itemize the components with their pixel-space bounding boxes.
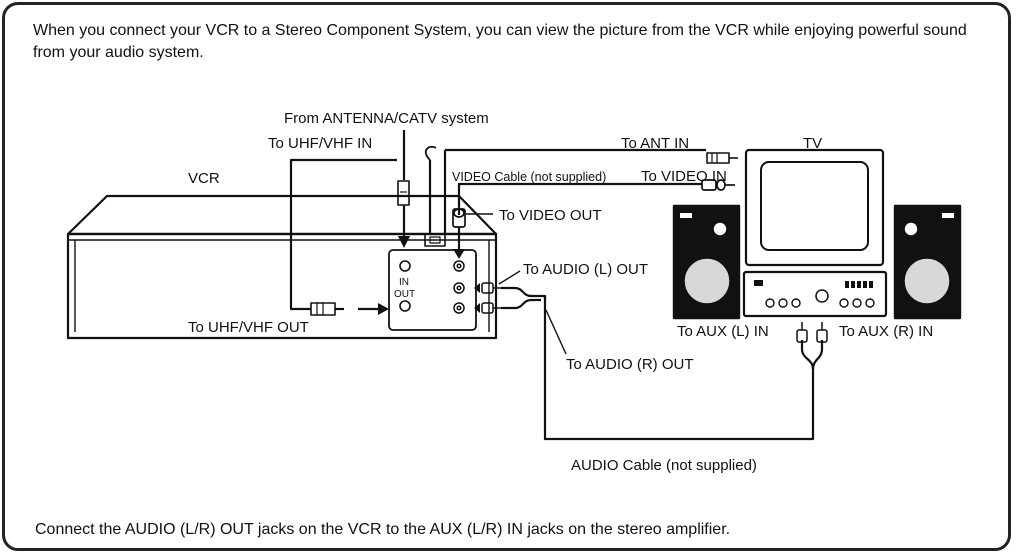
footer-note: Connect the AUDIO (L/R) OUT jacks on the… [35,521,731,538]
label-video-out: To VIDEO OUT [499,207,602,224]
label-video-in: To VIDEO IN [641,168,727,185]
label-audio-cable: AUDIO Cable (not supplied) [571,457,757,474]
tv-set [744,148,885,267]
audio-r-out-jack [453,302,465,314]
aux-l-plug [796,322,808,343]
label-aux-r-in: To AUX (R) IN [839,323,933,340]
stereo-amplifier [742,270,888,318]
label-uhf-vhf-in: To UHF/VHF IN [268,135,372,152]
video-cable [457,182,702,215]
label-tv: TV [803,135,822,152]
video-out-jack [453,260,465,272]
video-plug-tv [701,179,735,191]
vcr-rf-box [424,233,446,247]
ant-plug [706,152,730,164]
label-ant-in: To ANT IN [621,135,689,152]
intro-text: When you connect your VCR to a Stereo Co… [33,22,967,61]
label-aux-l-in: To AUX (L) IN [677,323,769,340]
aux-r-plug [816,322,828,343]
label-in-jack: IN [399,277,409,288]
uhf-vhf-out-cable [289,158,397,311]
label-video-cable: VIDEO Cable (not supplied) [452,170,606,184]
audio-cable [501,286,815,441]
vcr-body [66,194,498,340]
audio-r-plug [474,302,501,314]
audio-l-plug [474,282,501,294]
speaker-fills [674,206,960,318]
label-antenna-source: From ANTENNA/CATV system [284,110,489,127]
vcr-jack-panel [388,249,477,331]
antenna-connector [397,180,410,206]
label-audio-l-out: To AUDIO (L) OUT [523,261,648,278]
audio-l-out-jack [453,282,465,294]
label-audio-r-out: To AUDIO (R) OUT [566,356,694,373]
ant-in-jack [399,260,411,272]
label-vcr: VCR [188,170,220,187]
instruction-frame [2,2,1011,551]
label-uhf-vhf-out: To UHF/VHF OUT [188,319,309,336]
label-out-jack: OUT [394,289,415,300]
ant-out-jack [399,300,411,312]
rf-cable-to-tv [424,145,437,161]
